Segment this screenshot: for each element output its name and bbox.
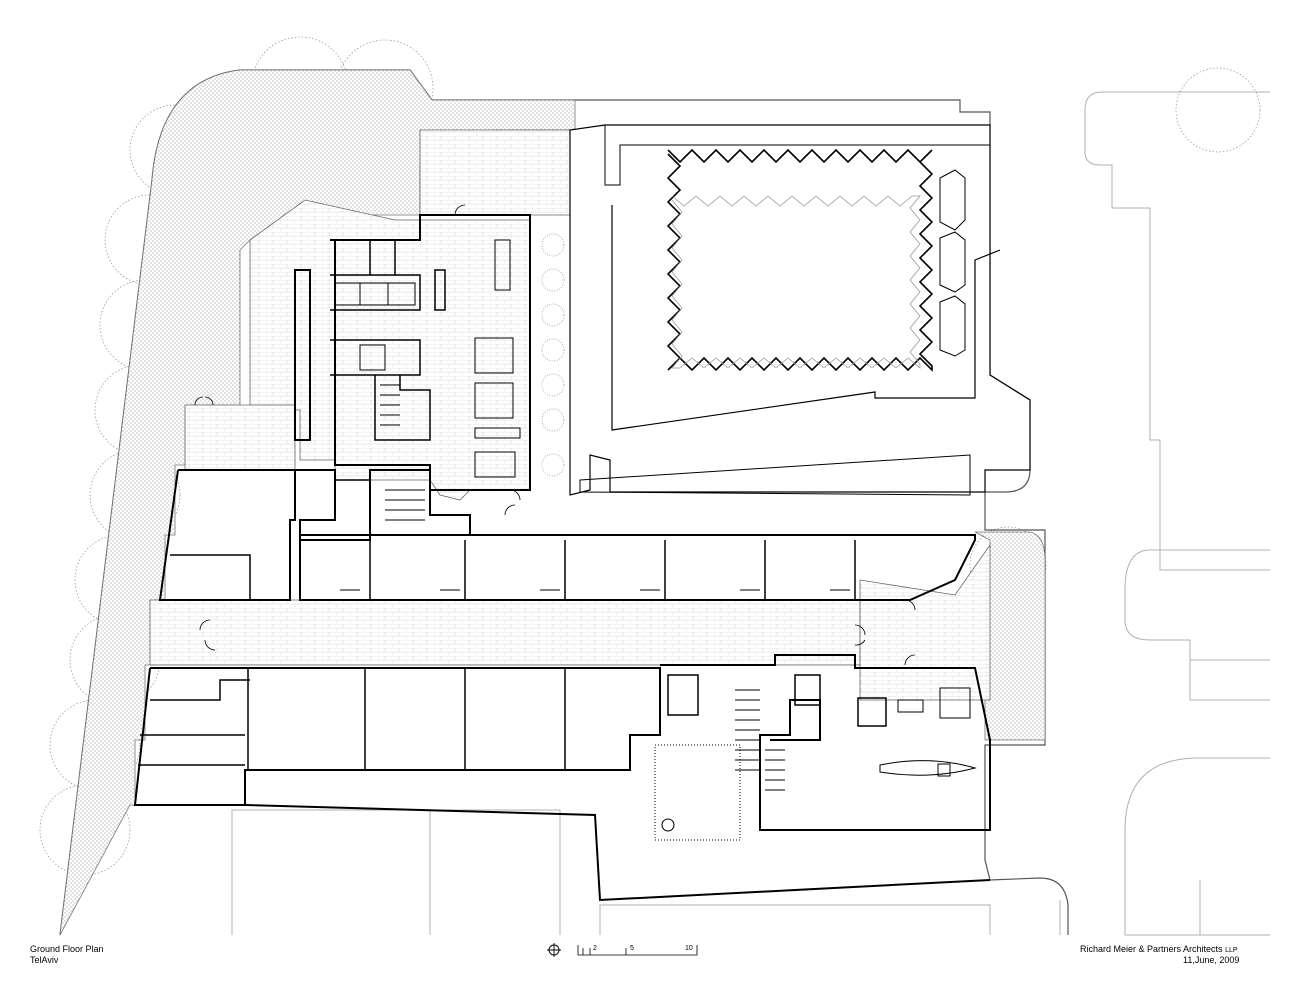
firm-suffix: LLP <box>1225 947 1238 954</box>
paver-arcade <box>149 599 861 666</box>
firm-name: Richard Meier & Partners Architects <box>1080 944 1223 954</box>
north-tower <box>294 214 531 491</box>
south-rooms <box>133 667 991 902</box>
scale-tick-2: 2 <box>593 945 597 952</box>
pool-court <box>569 124 1031 496</box>
firm-credit: Richard Meier & Partners Architects LLP <box>1080 944 1238 956</box>
scale-tick-5: 5 <box>630 945 634 952</box>
doors <box>194 204 916 666</box>
courtyard-trees <box>541 233 565 477</box>
drawing-location: TelAviv <box>30 955 59 965</box>
drawing-title: Ground Floor Plan <box>30 944 104 954</box>
paver-courtyard <box>249 199 531 501</box>
east-block <box>654 654 991 841</box>
scale-bar: 2 5 10 <box>577 945 698 956</box>
scale-tick-10: 10 <box>685 945 693 952</box>
north-arrow-icon <box>547 943 561 957</box>
paver-walk-left <box>184 404 296 471</box>
north-rooms <box>299 534 976 601</box>
paved-plaza-east <box>974 531 1046 741</box>
drawing-date: 11,June, 2009 <box>1183 955 1240 965</box>
paver-arcade-east <box>859 543 991 701</box>
paver-walk-north <box>419 129 571 216</box>
